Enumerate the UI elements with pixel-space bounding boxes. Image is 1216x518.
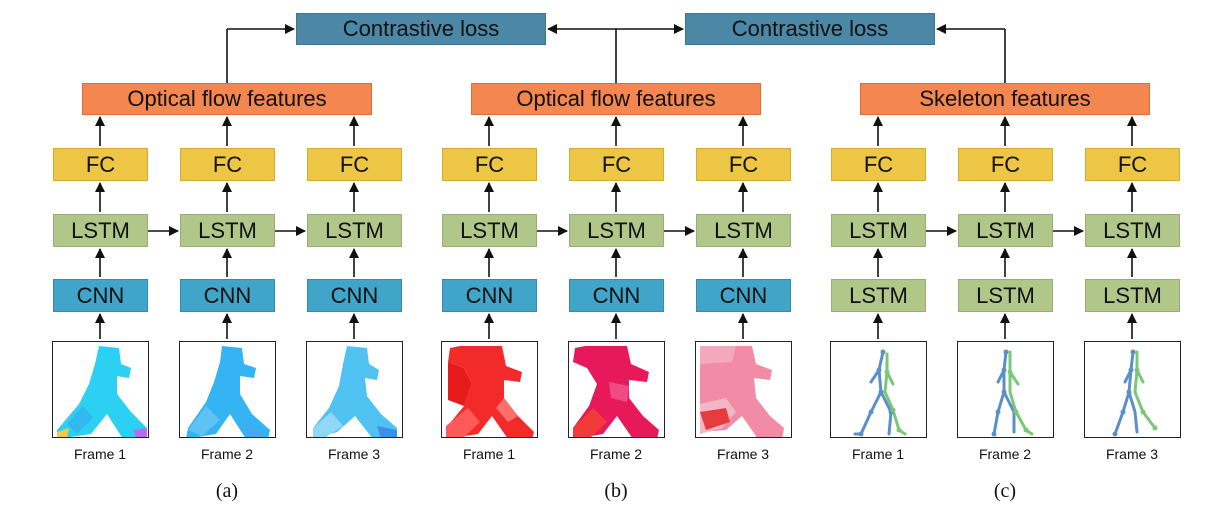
flow-frame-b-3: [695, 341, 792, 438]
frame-label-c-2: Frame 2: [978, 446, 1032, 462]
frame-label-b-2: Frame 2: [589, 446, 643, 462]
frame-label-b-3: Frame 3: [716, 446, 770, 462]
cnn-box-a-1: CNN: [53, 279, 148, 312]
fc-box-c-1: FC: [831, 148, 926, 181]
panel-caption-c: (c): [993, 480, 1017, 502]
lstm-box-a-2: LSTM: [180, 214, 275, 247]
skeleton-frame-c-1: [830, 341, 927, 438]
flow-frame-a-2: [179, 341, 276, 438]
frame-label-a-1: Frame 1: [73, 446, 127, 462]
frame-label-c-1: Frame 1: [851, 446, 905, 462]
lstm-box-b-1: LSTM: [442, 214, 537, 247]
lstm-box-b-2: LSTM: [569, 214, 664, 247]
flow-frame-a-3: [306, 341, 403, 438]
fc-box-c-2: FC: [958, 148, 1053, 181]
lstm-box-c-3b: LSTM: [1085, 279, 1180, 312]
lstm-box-c-1b: LSTM: [831, 279, 926, 312]
lstm-box-a-3: LSTM: [307, 214, 402, 247]
panel-caption-b: (b): [604, 480, 628, 502]
fc-box-b-1: FC: [442, 148, 537, 181]
panel-caption-a: (a): [215, 480, 239, 502]
lstm-box-c-2: LSTM: [958, 214, 1053, 247]
fc-box-a-1: FC: [53, 148, 148, 181]
skeleton-frame-c-3: [1084, 341, 1181, 438]
fc-box-b-2: FC: [569, 148, 664, 181]
contrastive-loss-box-1: Contrastive loss: [296, 13, 546, 45]
fc-box-b-3: FC: [696, 148, 791, 181]
cnn-box-b-1: CNN: [442, 279, 537, 312]
cnn-box-b-2: CNN: [569, 279, 664, 312]
lstm-box-b-3: LSTM: [696, 214, 791, 247]
flow-frame-b-2: [568, 341, 665, 438]
fc-box-a-3: FC: [307, 148, 402, 181]
features-box-a: Optical flow features: [82, 83, 372, 115]
lstm-box-c-3: LSTM: [1085, 214, 1180, 247]
features-box-c: Skeleton features: [860, 83, 1150, 115]
cnn-box-a-2: CNN: [180, 279, 275, 312]
cnn-box-b-3: CNN: [696, 279, 791, 312]
frame-label-a-2: Frame 2: [200, 446, 254, 462]
flow-frame-b-1: [441, 341, 538, 438]
contrastive-loss-box-2: Contrastive loss: [685, 13, 935, 45]
skeleton-frame-c-2: [957, 341, 1054, 438]
fc-box-c-3: FC: [1085, 148, 1180, 181]
features-box-b: Optical flow features: [471, 83, 761, 115]
frame-label-b-1: Frame 1: [462, 446, 516, 462]
frame-label-a-3: Frame 3: [327, 446, 381, 462]
lstm-box-a-1: LSTM: [53, 214, 148, 247]
lstm-box-c-1: LSTM: [831, 214, 926, 247]
fc-box-a-2: FC: [180, 148, 275, 181]
frame-label-c-3: Frame 3: [1105, 446, 1159, 462]
flow-frame-a-1: [52, 341, 149, 438]
lstm-box-c-2b: LSTM: [958, 279, 1053, 312]
cnn-box-a-3: CNN: [307, 279, 402, 312]
